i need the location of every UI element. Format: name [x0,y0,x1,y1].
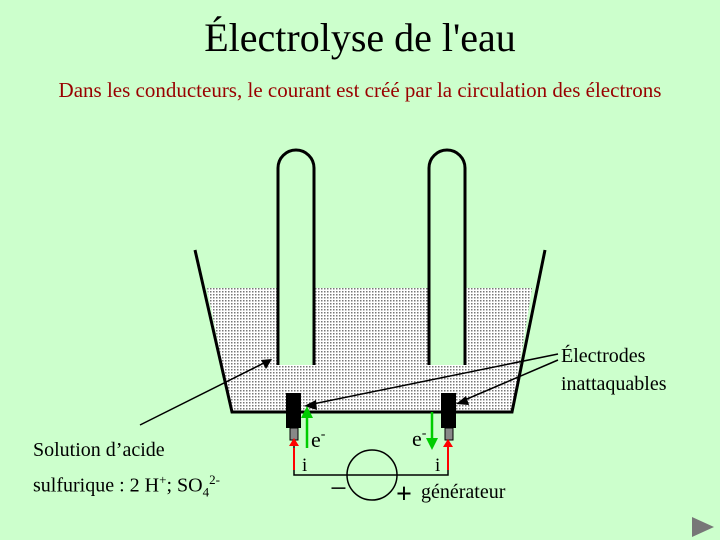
current-label-left: i [302,455,307,476]
pointer-electrode-right-head [456,396,469,405]
page-subtitle: Dans les conducteurs, le courant est cré… [58,78,662,102]
plus-terminal: + [396,479,412,510]
pointer-electrode-left [307,353,559,406]
electrodes-label: Électrodes inattaquables [561,342,711,398]
generator-label: générateur [421,481,506,503]
right-test-tube [427,148,467,365]
electrolysis-vessel [193,249,547,414]
electrodes-label-line1: Électrodes [561,345,646,367]
solution-label-line2: sulfurique : 2 H+; SO42- [33,472,220,500]
left-electrode [286,393,301,428]
play-triangle-icon[interactable] [690,516,716,538]
right-electrode [441,393,456,428]
minus-terminal: − [330,472,347,505]
pointer-electrode-right [459,359,559,403]
right-electrode-terminal [444,427,454,441]
electrodes-label-line2: inattaquables [561,373,667,395]
solution-label: Solution d’acide sulfurique : 2 H+; SO42… [33,435,220,508]
pointer-electrode-left-head [304,400,317,410]
current-arrow-left-head [289,438,299,446]
current-arrow-right-head [443,439,453,447]
electron-arrow-left-head [301,406,313,418]
solution-label-line1: Solution d’acide [33,439,165,461]
pointer-solution [139,359,271,426]
page-title: Électrolyse de l'eau [204,15,516,60]
electron-label-left: e- [311,427,326,452]
acid-solution [207,288,532,412]
electron-label-right: e- [412,426,427,451]
left-test-tube [276,148,316,365]
current-label-right: i [435,455,440,476]
electron-arrow-right-head [426,438,438,450]
pointer-solution-head [261,359,272,369]
